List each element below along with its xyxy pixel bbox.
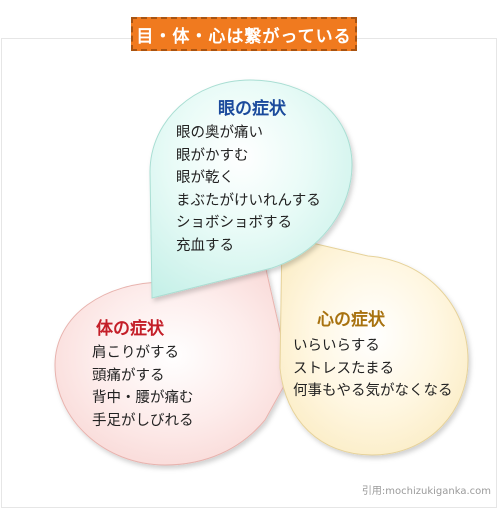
mind-symptoms-bubble (279, 235, 469, 456)
mind-symptom-item: いらいらする (293, 338, 380, 354)
source-credit: 引用:mochizukiganka.com (361, 486, 491, 497)
body-symptom-item: 手足がしびれる (92, 412, 194, 429)
eye-symptom-item: 充血する (176, 237, 234, 254)
eye-symptom-item: まぶたがけいれんする (176, 192, 321, 209)
mind-heading: 心の症状 (317, 310, 385, 330)
body-symptom-item: 頭痛がする (92, 367, 165, 384)
eye-symptom-list: 眼の奥が痛い 眼がかすむ 眼が乾く まぶたがけいれんする ショボショボする 充血… (176, 122, 321, 257)
eye-symptom-item: ショボショボする (176, 215, 292, 231)
body-symptom-item: 背中・腰が痛む (92, 390, 194, 406)
body-heading: 体の症状 (96, 319, 164, 339)
mind-symptom-list: いらいらする ストレスたまる 何事もやる気がなくなる (293, 335, 453, 403)
mind-symptom-item: 何事もやる気がなくなる (293, 383, 453, 399)
eye-symptom-item: 眼の奥が痛い (176, 125, 263, 141)
eye-heading: 眼の症状 (218, 99, 286, 119)
body-symptom-item: 肩こりがする (92, 345, 179, 361)
eye-symptom-item: 眼が乾く (176, 170, 234, 186)
body-symptom-list: 肩こりがする 頭痛がする 背中・腰が痛む 手足がしびれる (92, 342, 194, 432)
eye-symptom-item: 眼がかすむ (176, 147, 249, 164)
mind-symptom-item: ストレスたまる (293, 360, 395, 377)
body-symptoms-bubble (54, 264, 291, 466)
title-badge: 目・体・心は繋がっている (131, 17, 357, 51)
eye-symptoms-bubble (149, 79, 353, 299)
